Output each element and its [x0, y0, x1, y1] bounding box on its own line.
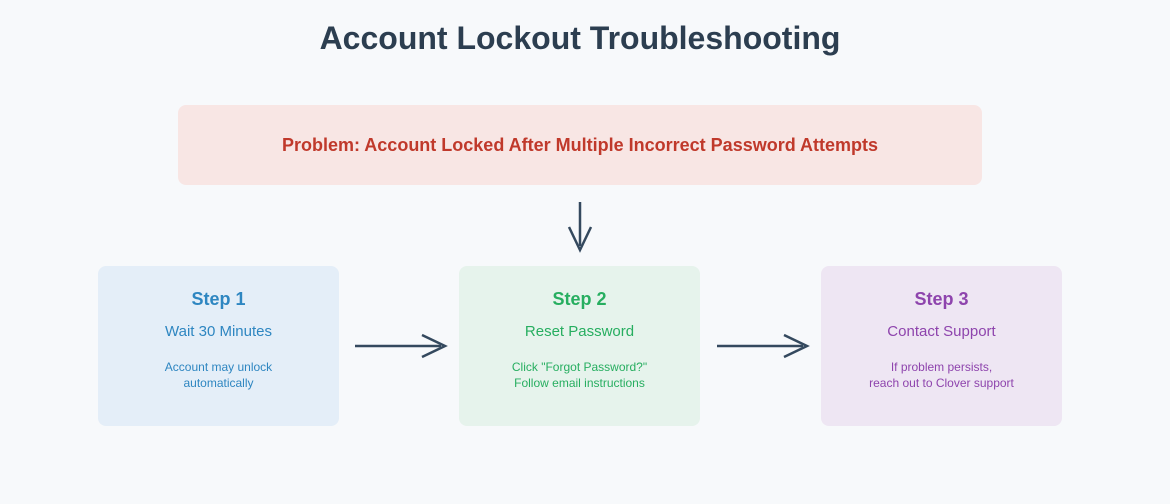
step-1-box: Step 1 Wait 30 Minutes Account may unloc… [98, 266, 339, 426]
step-1-desc-line: automatically [183, 376, 254, 390]
step-1-title: Step 1 [191, 289, 246, 309]
step-3-subtitle: Contact Support [887, 323, 996, 340]
step-2-desc-line: Click "Forgot Password?" [511, 360, 648, 374]
step-3-desc-line: reach out to Clover support [869, 376, 1014, 390]
step-1-desc-line: Account may unlock [164, 360, 273, 374]
step-1-description: Account may unlock automatically [98, 359, 339, 391]
page-title: Account Lockout Troubleshooting [319, 20, 841, 56]
problem-text: Problem: Account Locked After Multiple I… [281, 134, 879, 155]
problem-box: Problem: Account Locked After Multiple I… [178, 105, 982, 185]
step-3-desc-line: If problem persists, [890, 360, 993, 374]
step-2-subtitle: Reset Password [524, 323, 635, 340]
right-arrow-icon [717, 333, 810, 359]
step-2-desc-line: Follow email instructions [514, 376, 645, 390]
step-2-box: Step 2 Reset Password Click "Forgot Pass… [459, 266, 700, 426]
step-1-subtitle: Wait 30 Minutes [165, 323, 272, 340]
step-2-title: Step 2 [552, 289, 607, 309]
step-3-description: If problem persists, reach out to Clover… [821, 359, 1062, 391]
down-arrow-icon [567, 202, 593, 253]
right-arrow-icon [355, 333, 448, 359]
step-3-title: Step 3 [914, 289, 969, 309]
step-2-description: Click "Forgot Password?" Follow email in… [459, 359, 700, 391]
step-3-box: Step 3 Contact Support If problem persis… [821, 266, 1062, 426]
